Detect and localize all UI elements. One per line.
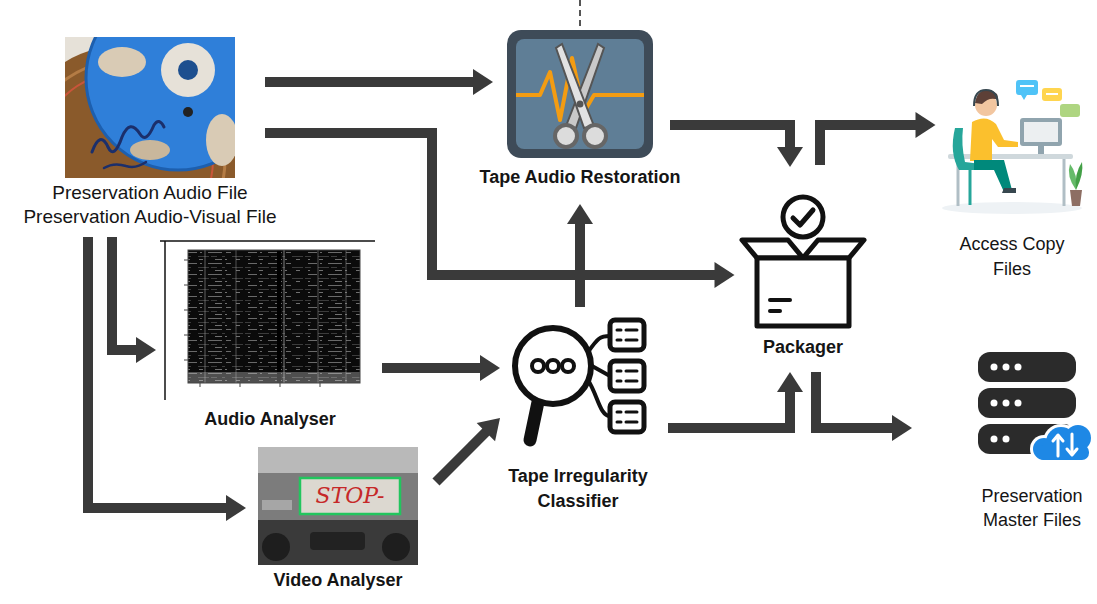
arrow-head [567, 204, 593, 224]
arrow-line [265, 77, 475, 87]
flow-arrow [816, 372, 912, 441]
person-at-desk [942, 80, 1082, 214]
flow-arrow [567, 204, 593, 307]
file-source: Preservation Audio FilePreservation Audi… [21, 37, 279, 229]
classifier-node: Tape Irregularity Classifier [486, 315, 670, 514]
node-caption: Preservation Audio-Visual File [23, 205, 276, 229]
flow-arrow [670, 125, 803, 167]
process-node: Tape Audio Restoration [477, 27, 683, 188]
arrow-line [816, 372, 894, 428]
node-caption: Video Analyser [273, 569, 402, 591]
arrow-line [436, 431, 487, 482]
spectrogram [160, 241, 375, 400]
flow-arrow [265, 69, 493, 95]
icon-area [940, 75, 1085, 215]
arrow-line [575, 223, 585, 308]
arrow-head [473, 69, 493, 95]
icon-area [65, 37, 235, 178]
arrow-line [820, 125, 917, 165]
node-caption: Preservation Master Files [967, 484, 1097, 532]
flow-arrow [436, 418, 500, 482]
arrow-head [916, 112, 936, 138]
output-node: Preservation Master Files [965, 352, 1097, 532]
flow-arrow [88, 237, 246, 521]
flow-arrow [382, 355, 500, 381]
node-caption: Access Copy Files [950, 232, 1075, 282]
arrow-line [265, 133, 716, 275]
icon-area [508, 315, 648, 450]
handwritten-note: STOP- [302, 480, 398, 512]
output-node: Access Copy Files [940, 75, 1085, 282]
flow-arrow [112, 237, 156, 363]
arrow-head [136, 337, 156, 363]
arrow-line [382, 363, 482, 373]
flow-arrow [820, 112, 936, 165]
arrow-line [88, 237, 228, 508]
node-caption: Audio Analyser [204, 408, 335, 430]
restoration-icon [507, 0, 653, 158]
arrow-head [477, 418, 500, 441]
arrow-head [715, 262, 735, 288]
arrow-head [777, 372, 803, 392]
arrow-head [892, 415, 912, 441]
node-caption: Preservation Audio File [52, 181, 247, 205]
icon-area [972, 352, 1092, 462]
icon-area [164, 240, 376, 400]
arrow-head [777, 147, 803, 167]
arrow-head [226, 495, 246, 521]
arrow-line [668, 391, 790, 429]
node-caption: Tape Irregularity Classifier [488, 464, 668, 514]
flow-arrow [265, 133, 735, 288]
arrow-line [670, 125, 790, 149]
arrow-head [480, 355, 500, 381]
video-frame-photo [258, 447, 418, 565]
classifier-icon [515, 320, 644, 440]
icon-area [741, 195, 866, 330]
flow-arrow [668, 372, 803, 428]
analyser-node: Video Analyser [258, 447, 418, 591]
node-caption: Packager [763, 336, 843, 358]
package-icon [742, 197, 864, 326]
arrow-line [112, 237, 138, 350]
tape-reel-photo [10, 0, 270, 275]
node-caption: Tape Audio Restoration [479, 166, 680, 188]
icon-area [505, 27, 655, 160]
analyser-node: Audio Analyser [164, 240, 376, 430]
database-cloud-icon [978, 352, 1094, 463]
packager-node: Packager [741, 195, 866, 358]
